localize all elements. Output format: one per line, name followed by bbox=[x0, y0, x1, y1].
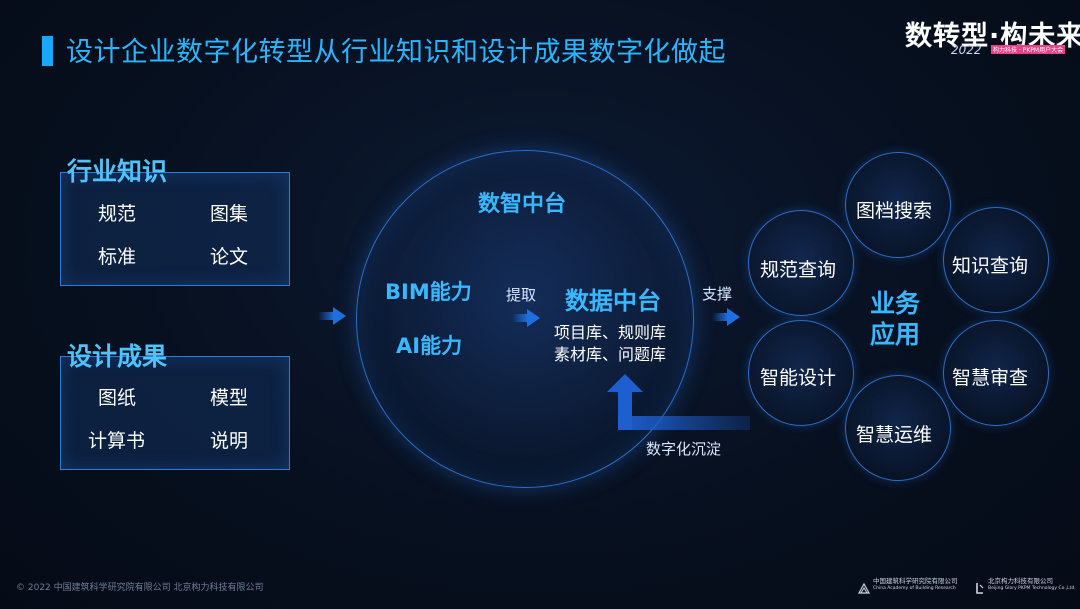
event-logo-sub: 构力科技 · PKPM用户大会 bbox=[991, 45, 1066, 54]
app-spec-query: 规范查询 bbox=[760, 259, 837, 281]
input-arrow-stem bbox=[318, 312, 334, 320]
result-item-calc-book: 计算书 bbox=[88, 430, 146, 452]
pkpm-logo-icon bbox=[975, 579, 985, 594]
bubble-knowledge-query bbox=[943, 207, 1049, 313]
libraries-line-2: 素材库、问题库 bbox=[554, 345, 667, 364]
business-application-label: 业务 应用 bbox=[870, 288, 920, 350]
org2-name-en: Beijing Glory PKPM Technology Co.,Ltd. bbox=[988, 586, 1076, 591]
extract-label: 提取 bbox=[506, 286, 537, 304]
cabr-logo-icon bbox=[857, 579, 871, 594]
result-item-model: 模型 bbox=[210, 387, 249, 409]
org1-name-cn: 中国建筑科学研究院有限公司 bbox=[873, 577, 958, 585]
org2-name: 北京构力科技有限公司 Beijing Glory PKPM Technology… bbox=[988, 577, 1076, 593]
business-label-line1: 业务 bbox=[870, 289, 921, 318]
event-logo: 数转型·构未来 2022 构力科技 · PKPM用户大会 bbox=[905, 14, 1080, 58]
knowledge-item-paper: 论文 bbox=[210, 246, 249, 268]
knowledge-item-spec: 规范 bbox=[98, 203, 137, 225]
design-results-panel bbox=[60, 356, 290, 470]
footer-copyright: © 2022 中国建筑科学研究院有限公司 北京构力科技有限公司 bbox=[16, 583, 264, 593]
title-accent-bar bbox=[42, 36, 53, 66]
app-knowledge-query: 知识查询 bbox=[952, 255, 1029, 277]
libraries-line-1: 项目库、规则库 bbox=[554, 323, 667, 342]
support-label: 支撑 bbox=[702, 285, 733, 303]
sediment-arrow-shaft bbox=[618, 388, 632, 430]
industry-knowledge-panel bbox=[60, 172, 290, 286]
app-smart-design: 智能设计 bbox=[760, 367, 837, 389]
bubble-smart-design bbox=[748, 320, 854, 426]
ai-capability-label: AI能力 bbox=[396, 334, 463, 358]
knowledge-item-standard: 标准 bbox=[98, 246, 137, 268]
sediment-flow-line bbox=[618, 416, 750, 430]
org1-name-en: China Academy of Building Research bbox=[873, 586, 956, 591]
data-platform-title: 数据中台 bbox=[565, 287, 661, 315]
app-smart-review: 智慧审查 bbox=[952, 367, 1029, 389]
extract-arrow-icon bbox=[527, 309, 540, 327]
bubble-spec-query bbox=[748, 210, 854, 316]
support-arrow-stem bbox=[712, 313, 728, 321]
result-item-drawing: 图纸 bbox=[98, 387, 137, 409]
industry-knowledge-heading: 行业知识 bbox=[67, 157, 168, 186]
design-results-heading: 设计成果 bbox=[67, 342, 168, 371]
bim-capability-label: BIM能力 bbox=[385, 280, 472, 304]
bubble-smart-review bbox=[943, 320, 1049, 426]
sediment-arrow-icon bbox=[607, 374, 643, 392]
sediment-label: 数字化沉淀 bbox=[646, 440, 722, 458]
support-arrow-icon bbox=[727, 308, 740, 326]
app-archive-search: 图档搜索 bbox=[856, 200, 933, 222]
input-arrow-icon bbox=[333, 307, 346, 325]
knowledge-item-atlas: 图集 bbox=[210, 203, 249, 225]
event-logo-year: 2022 bbox=[951, 43, 982, 57]
extract-arrow-stem bbox=[512, 314, 528, 322]
result-item-description: 说明 bbox=[210, 430, 249, 452]
org2-name-cn: 北京构力科技有限公司 bbox=[988, 577, 1053, 585]
business-label-line2: 应用 bbox=[870, 320, 921, 349]
smart-platform-title: 数智中台 bbox=[478, 192, 567, 217]
org1-name: 中国建筑科学研究院有限公司 China Academy of Building … bbox=[873, 577, 958, 593]
app-smart-ops: 智慧运维 bbox=[856, 424, 933, 446]
footer-org-logos: 中国建筑科学研究院有限公司 China Academy of Building … bbox=[857, 577, 1076, 595]
bubble-smart-ops bbox=[845, 375, 951, 481]
bubble-archive-search bbox=[845, 152, 951, 258]
page-title: 设计企业数字化转型从行业知识和设计成果数字化做起 bbox=[66, 37, 726, 68]
